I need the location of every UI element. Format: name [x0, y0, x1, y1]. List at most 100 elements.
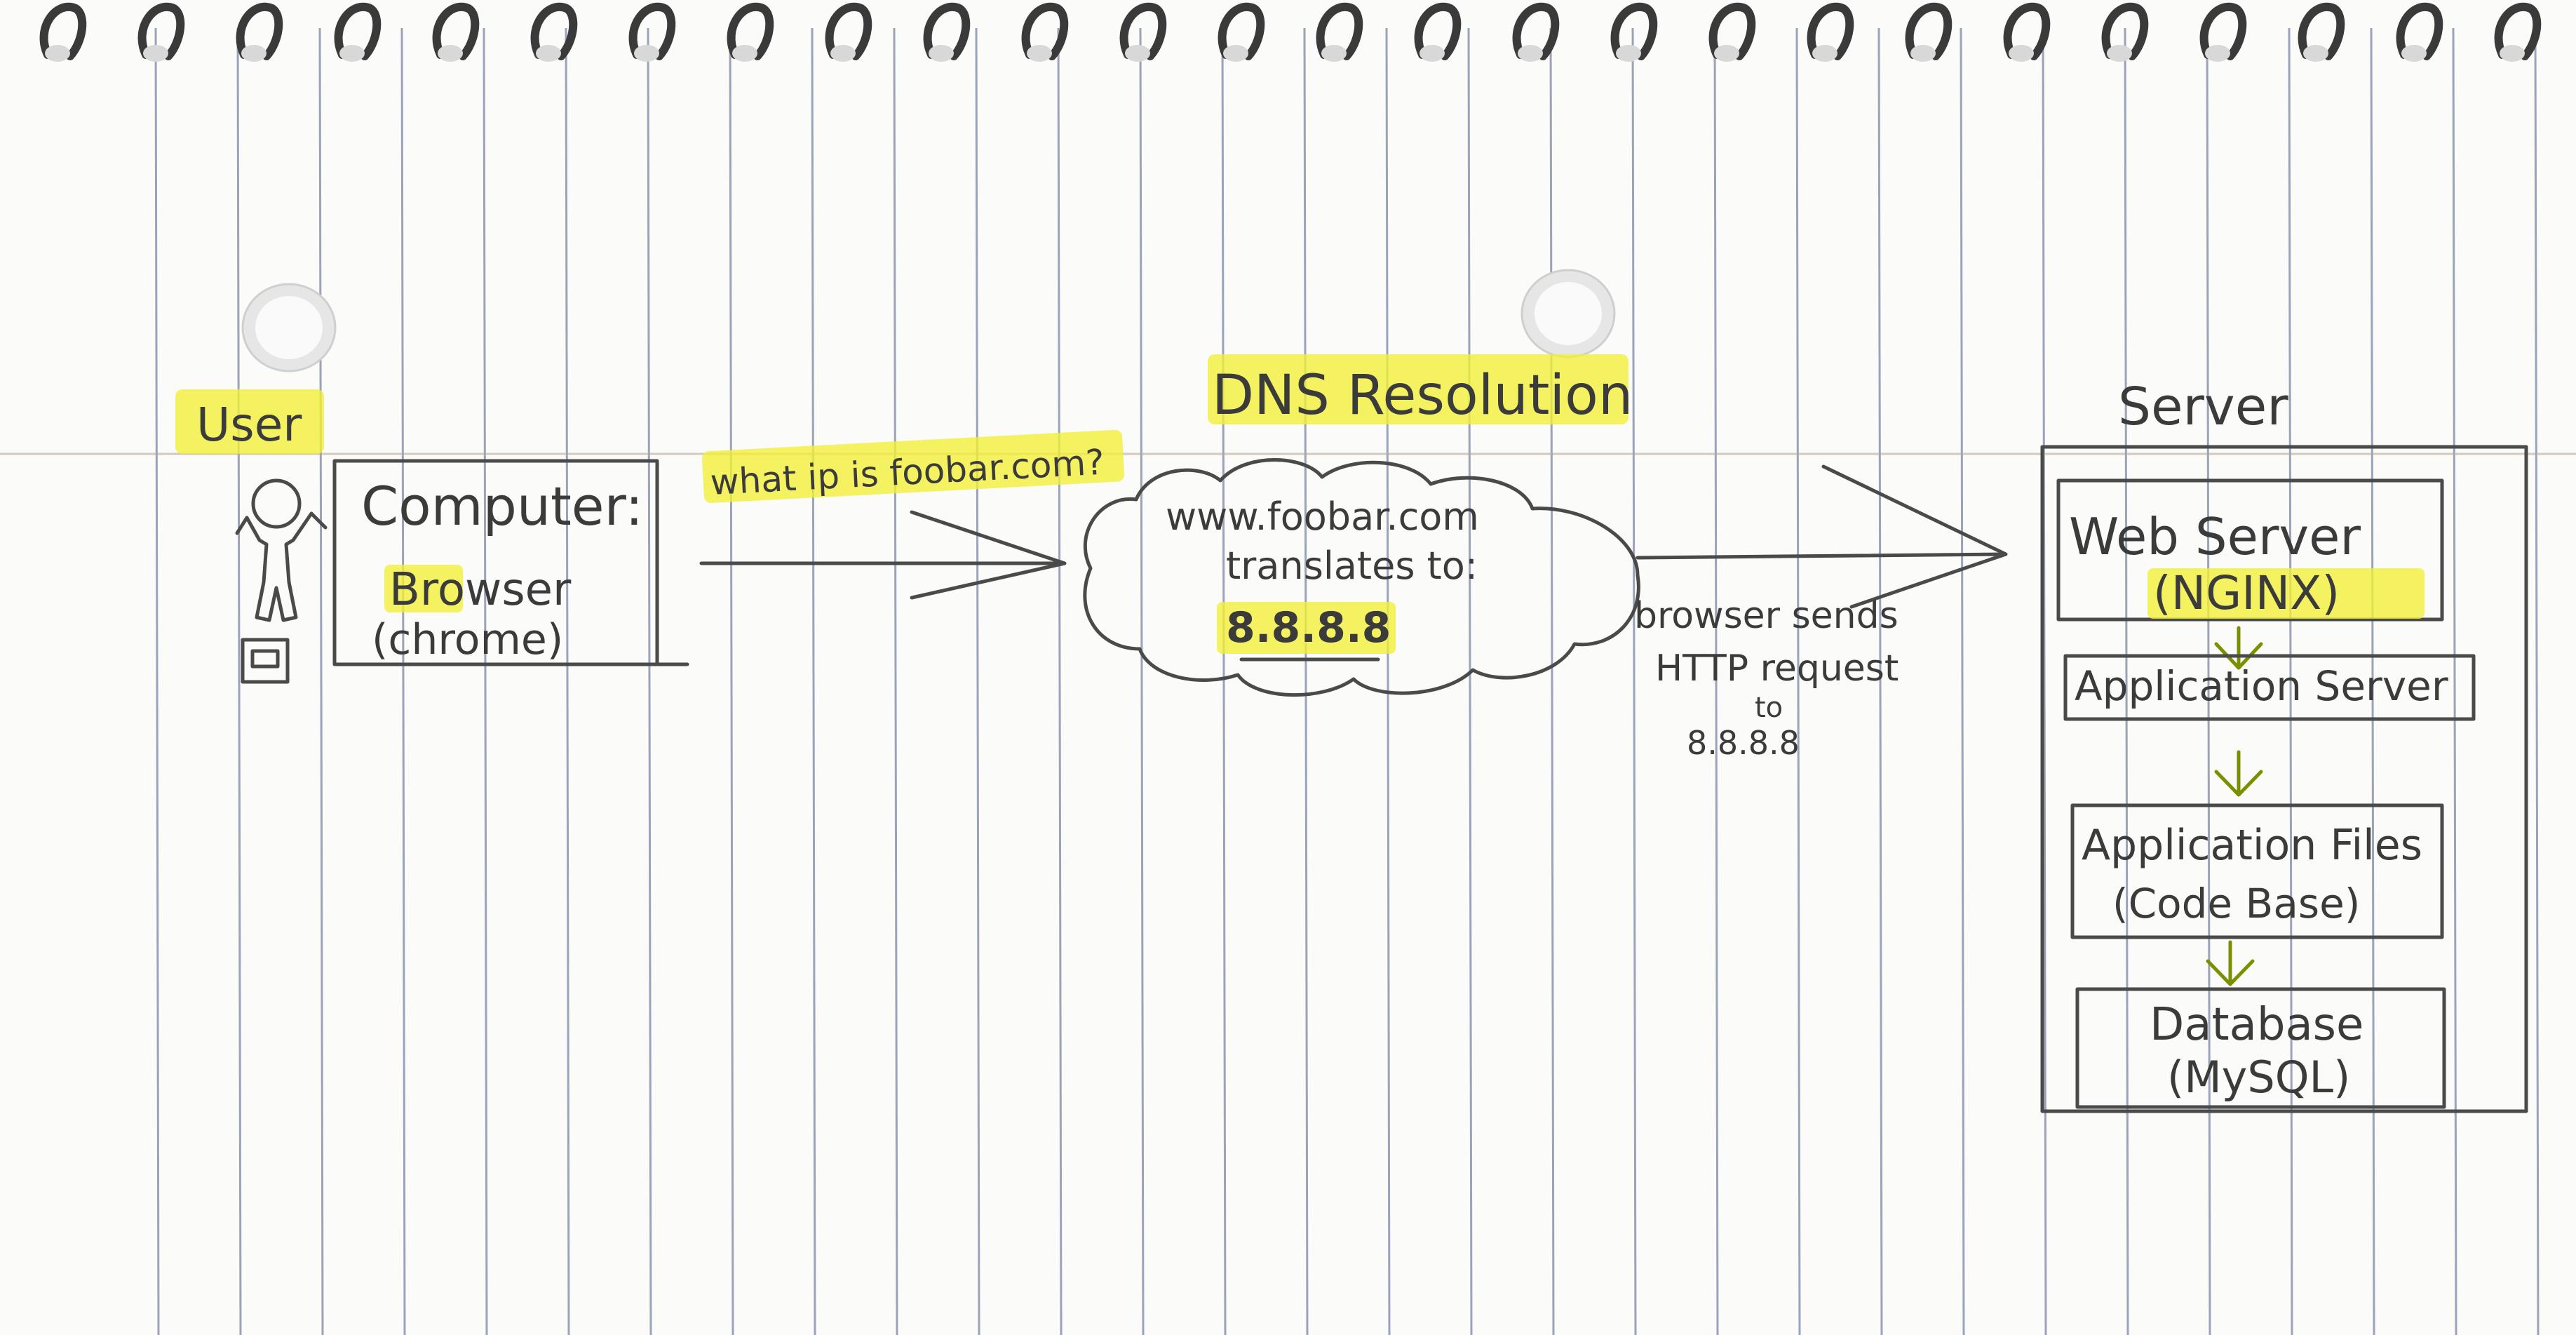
request-line3: to [1755, 692, 1783, 724]
user-label-highlight [175, 389, 324, 454]
ruling-line [236, 27, 242, 1335]
arrow-web-to-app [2214, 626, 2263, 670]
spiral-ring [825, 3, 872, 60]
query-highlight [701, 429, 1125, 504]
ruling-line [1877, 27, 1883, 1335]
spiral-ring [1414, 3, 1462, 60]
ruling-line [2206, 27, 2211, 1335]
ruling-line [154, 27, 160, 1335]
spiral-ring [39, 3, 87, 60]
ruling-line [729, 27, 734, 1335]
spiral-ring [137, 3, 185, 60]
spiral-ring [2101, 3, 2149, 60]
browser-highlight [384, 565, 463, 612]
database-box [2075, 987, 2446, 1109]
ruling-line [1385, 27, 1391, 1335]
spiral-hole [2009, 45, 2034, 62]
spiral-hole [536, 45, 561, 62]
user-label: User [196, 398, 302, 452]
spiral-ring [923, 3, 971, 60]
spiral-ring [334, 3, 382, 60]
spiral-ring [1807, 3, 1854, 60]
ruling-line [647, 27, 652, 1335]
ruling-line [811, 27, 816, 1335]
computer-label: Computer: [361, 475, 643, 537]
ruling-line [2288, 27, 2293, 1335]
spiral-ring [1021, 3, 1069, 60]
spiral-hole [1910, 45, 1936, 62]
ruling-line [2124, 27, 2129, 1335]
notebook-rulings [154, 27, 2540, 1335]
spiral-ring [2003, 3, 2051, 60]
server-section: Server Web Server (NGINX) Application Se… [2040, 377, 2528, 1113]
spiral-hole [732, 45, 757, 62]
spiral-hole [1714, 45, 1739, 62]
web-server-label: Web Server [2069, 507, 2361, 566]
dns-line2: translates to: [1226, 544, 1478, 588]
spiral-ring [1708, 3, 1756, 60]
spiral-ring [2298, 3, 2345, 60]
nginx-highlight [2147, 568, 2425, 619]
arrow-files-to-db [2206, 940, 2255, 986]
ruling-line [1960, 27, 1965, 1335]
punch-holes [241, 269, 1616, 373]
spiral-hole [634, 45, 659, 62]
web-server-sub: (NGINX) [2153, 566, 2340, 620]
spiral-hole [1027, 45, 1052, 62]
app-server-label: Application Server [2075, 662, 2448, 710]
spiral-hole [143, 45, 168, 62]
server-box [2040, 445, 2528, 1113]
spiral-ring [1218, 3, 1265, 60]
spiral-hole [2500, 45, 2525, 62]
dns-title: DNS Resolution [1212, 364, 1633, 427]
web-server-box [2056, 478, 2444, 622]
ruling-line [318, 27, 324, 1335]
spiral-ring [727, 3, 774, 60]
spiral-ring [432, 3, 480, 60]
spiral-hole [339, 45, 365, 62]
ruling-line [400, 27, 406, 1335]
laptop-icon [241, 638, 290, 684]
spiral-hole [1125, 45, 1150, 62]
query-arrow [699, 510, 1067, 600]
spiral-ring [2199, 3, 2247, 60]
spiral-hole [929, 45, 954, 62]
ruling-line [2534, 27, 2540, 1335]
spiral-hole [2401, 45, 2427, 62]
ruling-line [1795, 27, 1801, 1335]
computer-box [332, 459, 689, 666]
ruling-line [1713, 27, 1719, 1335]
spiral-ring [236, 3, 283, 60]
spiral-hole [45, 45, 70, 62]
spiral-binding [39, 3, 2542, 62]
ruling-line [565, 27, 570, 1335]
spiral-hole [1321, 45, 1347, 62]
spiral-ring [1512, 3, 1560, 60]
ruling-line [1139, 27, 1145, 1335]
spiral-hole [1223, 45, 1248, 62]
request-line2: HTTP request [1655, 648, 1899, 690]
spiral-hole [438, 45, 463, 62]
spiral-ring [1610, 3, 1658, 60]
browser-label: Browser [389, 564, 572, 616]
ruling-line [2452, 27, 2457, 1335]
ruling-line [893, 27, 898, 1335]
request-line4: 8.8.8.8 [1687, 724, 1800, 762]
dns-cloud [1083, 458, 1640, 697]
arrow-app-to-files [2214, 750, 2263, 797]
spiral-hole [1518, 45, 1543, 62]
spiral-ring [1905, 3, 1953, 60]
dns-ip: 8.8.8.8 [1226, 603, 1391, 652]
app-server-box [2063, 654, 2476, 721]
person-icon [235, 478, 328, 622]
database-label: Database [2150, 999, 2363, 1051]
ruling-line [1631, 27, 1637, 1335]
ruling-line [483, 27, 488, 1335]
user-section: User Computer: Browser (chrome) [175, 389, 689, 684]
ruling-line [975, 27, 980, 1335]
http-request: browser sends HTTP request to 8.8.8.8 [1634, 464, 2008, 762]
spiral-ring [1119, 3, 1167, 60]
spiral-hole [241, 45, 267, 62]
